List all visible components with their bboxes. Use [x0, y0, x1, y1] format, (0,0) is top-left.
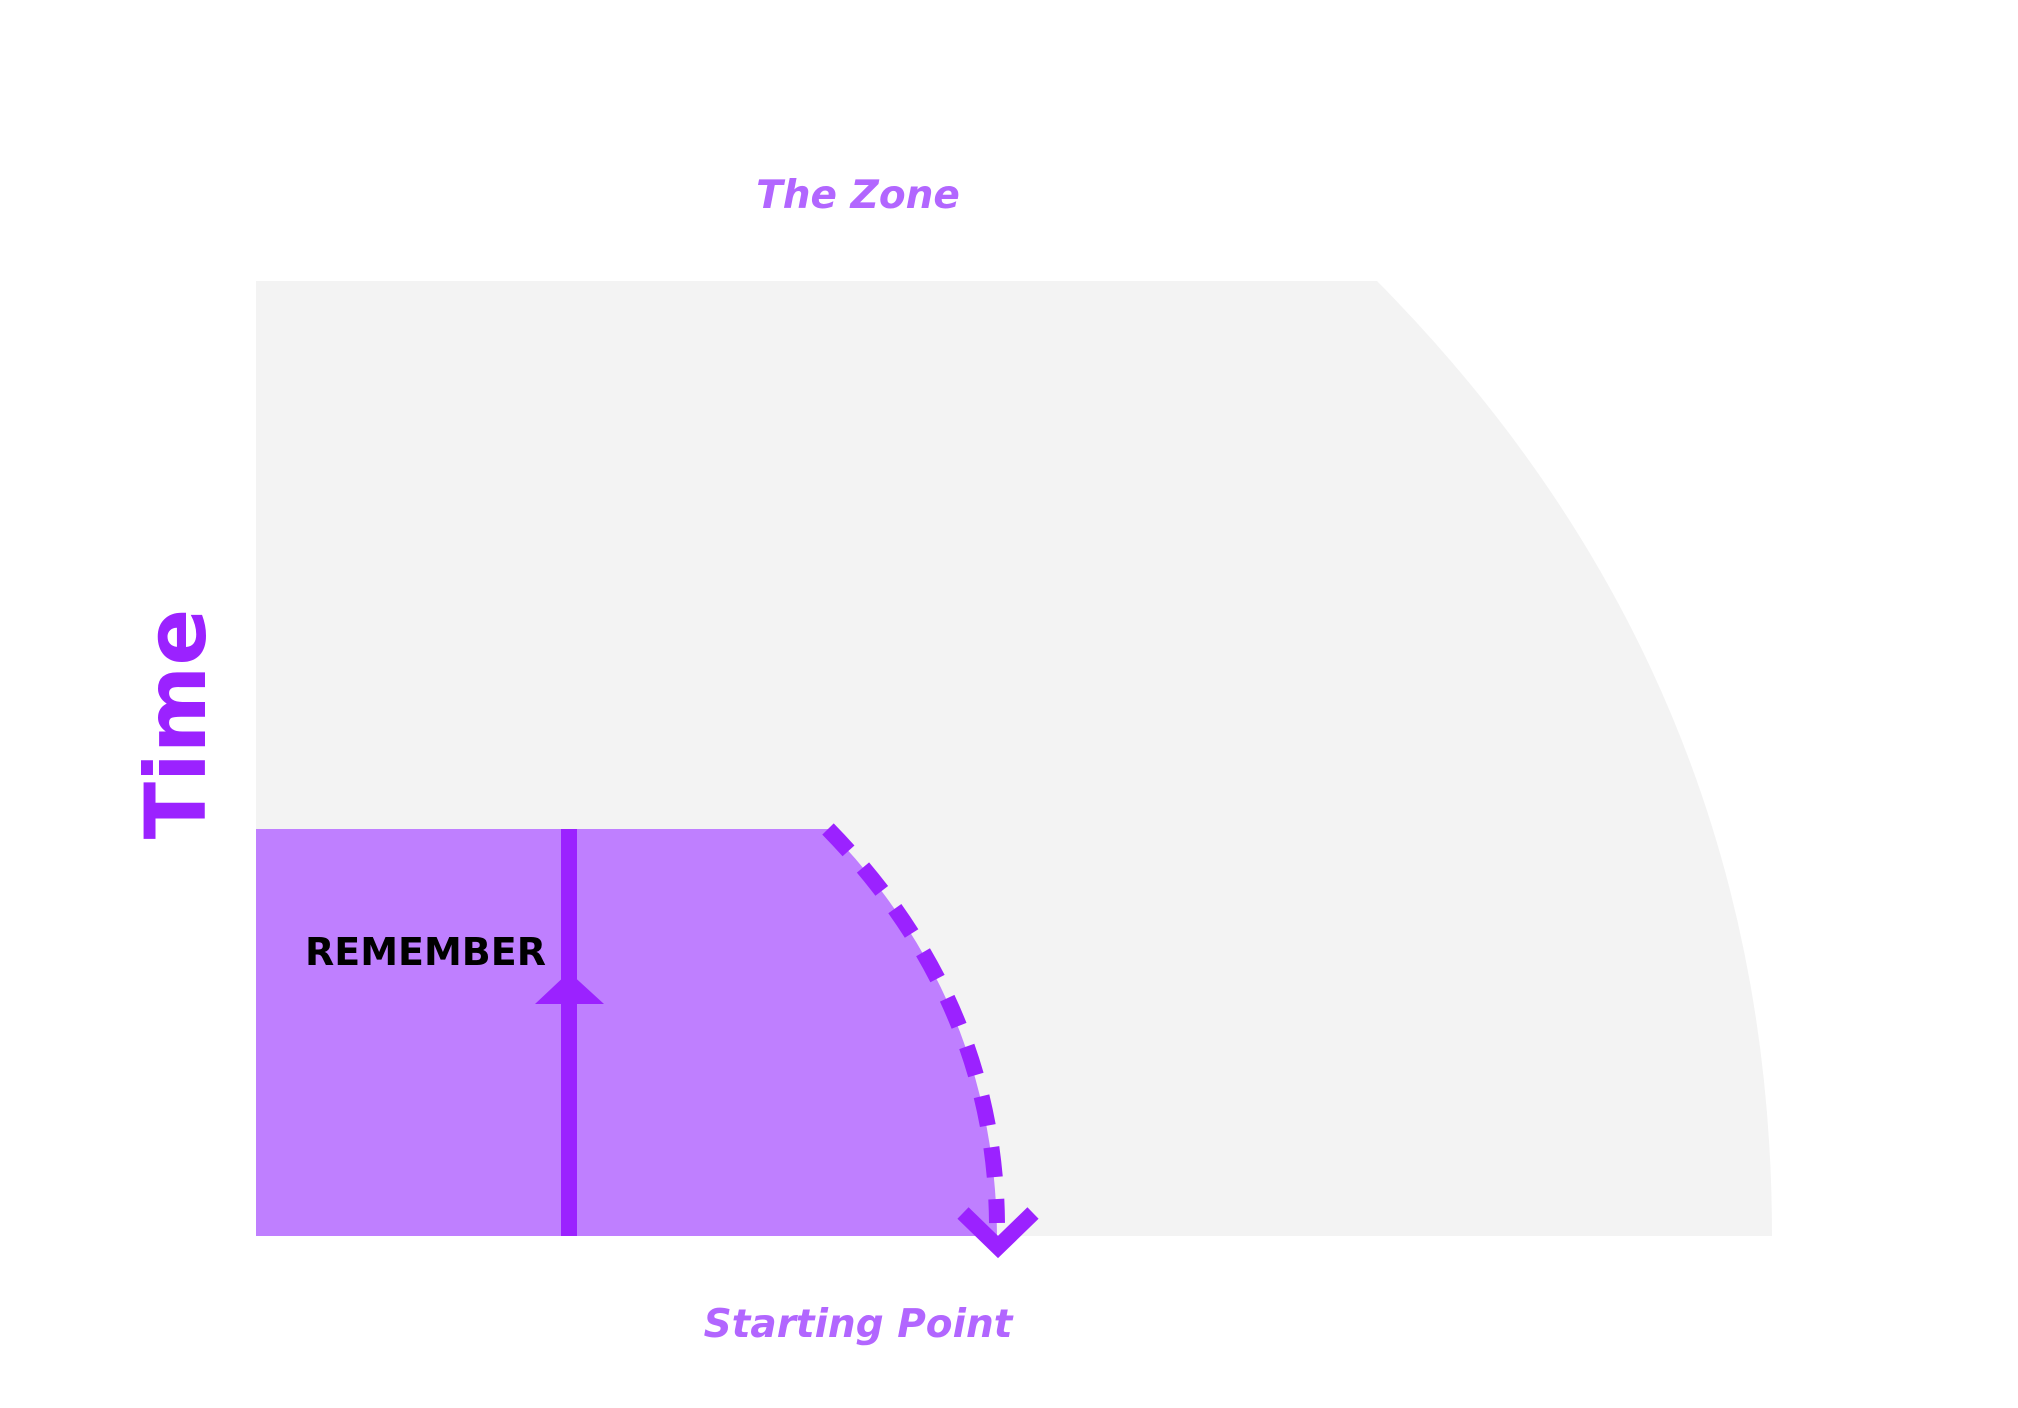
- inner-label: REMEMBER: [305, 930, 546, 974]
- down-chevron-icon: [957, 1207, 1039, 1259]
- top-label: The Zone: [756, 173, 960, 218]
- bottom-label: Starting Point: [704, 1302, 1014, 1347]
- axis-label: Time: [127, 609, 225, 840]
- dashed-curve-arrow: [822, 823, 1005, 1224]
- inner-remember-region: [256, 829, 997, 1236]
- up-arrowhead-icon: [535, 972, 604, 1004]
